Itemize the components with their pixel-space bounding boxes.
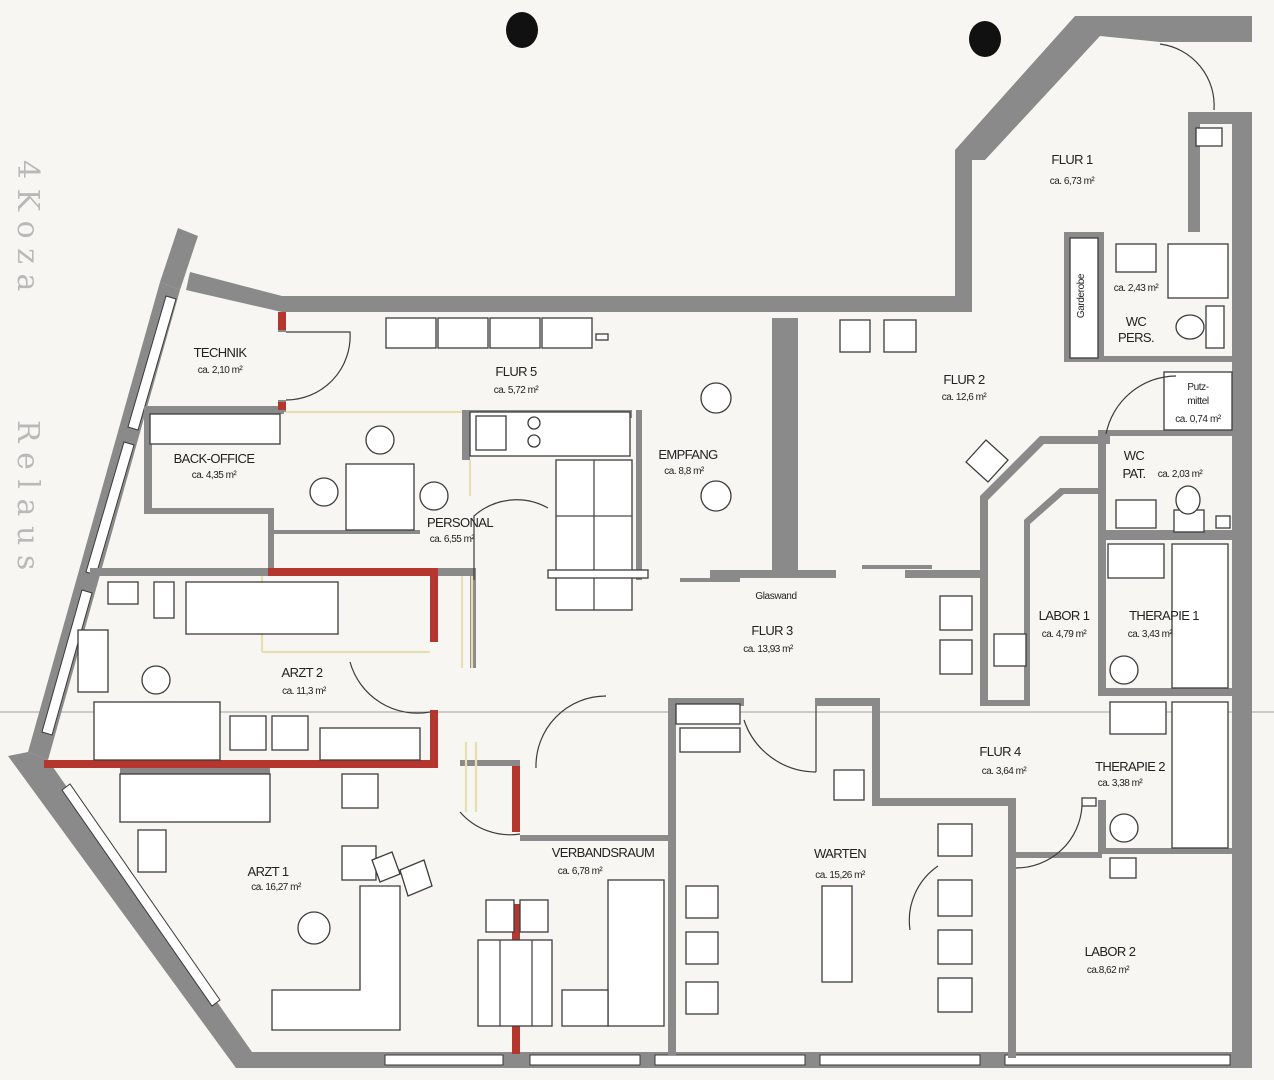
- svg-text:ca. 8,8 m²: ca. 8,8 m²: [664, 466, 705, 477]
- svg-text:Glaswand: Glaswand: [755, 591, 796, 602]
- furniture: [77, 127, 1233, 1031]
- svg-text:ca. 13,93 m²: ca. 13,93 m²: [743, 644, 794, 655]
- svg-text:TECHNIK: TECHNIK: [194, 345, 248, 360]
- room-label-wc-pat: WC PAT. ca. 2,03 m²: [1122, 448, 1203, 481]
- handwritten-margin-note: 4 K o z a R e l a u s: [10, 160, 45, 570]
- svg-text:ca. 2,10 m²: ca. 2,10 m²: [198, 365, 244, 376]
- svg-text:mittel: mittel: [1187, 396, 1209, 407]
- doors: [285, 43, 1215, 931]
- svg-text:ca. 6,73 m²: ca. 6,73 m²: [1050, 176, 1096, 187]
- svg-text:EMPFANG: EMPFANG: [658, 447, 718, 462]
- svg-text:ca. 15,26 m²: ca. 15,26 m²: [815, 870, 866, 881]
- svg-text:BACK-OFFICE: BACK-OFFICE: [174, 451, 256, 466]
- room-label-flur3: FLUR 3 ca. 13,93 m²: [743, 623, 794, 655]
- room-label-flur5: FLUR 5 ca. 5,72 m²: [494, 364, 540, 396]
- svg-text:Putz-: Putz-: [1187, 382, 1208, 393]
- svg-text:ca. 16,27 m²: ca. 16,27 m²: [251, 882, 302, 893]
- svg-text:ca. 6,78 m²: ca. 6,78 m²: [558, 866, 604, 877]
- svg-text:ca. 2,03 m²: ca. 2,03 m²: [1158, 469, 1204, 480]
- outer-walls: [8, 16, 1252, 1068]
- room-label-flur4: FLUR 4 ca. 3,64 m²: [979, 744, 1028, 777]
- svg-text:WC: WC: [1126, 314, 1147, 329]
- svg-text:ARZT 2: ARZT 2: [282, 665, 323, 680]
- svg-text:ca. 3,43 m²: ca. 3,43 m²: [1128, 629, 1174, 640]
- svg-text:ca. 4,79 m²: ca. 4,79 m²: [1042, 629, 1088, 640]
- room-label-flur2: FLUR 2 ca. 12,6 m²: [942, 372, 988, 403]
- room-label-flur1: FLUR 1 ca. 6,73 m²: [1050, 152, 1096, 187]
- room-label-therapie1: THERAPIE 1 ca. 3,43 m²: [1128, 608, 1200, 640]
- svg-text:ca. 3,64 m²: ca. 3,64 m²: [982, 766, 1028, 777]
- svg-text:ca. 3,38 m²: ca. 3,38 m²: [1098, 778, 1144, 789]
- room-label-therapie2: THERAPIE 2 ca. 3,38 m²: [1095, 759, 1166, 789]
- svg-text:LABOR 1: LABOR 1: [1039, 608, 1090, 623]
- svg-text:ca.8,62 m²: ca.8,62 m²: [1087, 965, 1130, 976]
- room-label-warten: WARTEN ca. 15,26 m²: [814, 846, 867, 881]
- room-label-arzt1: ARZT 1 ca. 16,27 m²: [248, 864, 303, 893]
- svg-text:ARZT 1: ARZT 1: [248, 864, 289, 879]
- room-label-putzmittel: Putz- mittel ca. 0,74 m²: [1175, 382, 1222, 425]
- svg-text:THERAPIE 1: THERAPIE 1: [1129, 608, 1199, 623]
- svg-text:FLUR 4: FLUR 4: [979, 744, 1021, 759]
- svg-text:ca. 6,55 m²: ca. 6,55 m²: [430, 534, 476, 545]
- svg-text:FLUR 5: FLUR 5: [495, 364, 537, 379]
- svg-text:FLUR 3: FLUR 3: [751, 623, 793, 638]
- svg-text:THERAPIE 2: THERAPIE 2: [1095, 759, 1165, 774]
- room-label-labor1: LABOR 1 ca. 4,79 m²: [1039, 608, 1091, 640]
- svg-text:ca. 11,3 m²: ca. 11,3 m²: [282, 686, 327, 697]
- svg-text:R e l a u s: R e l a u s: [10, 420, 45, 570]
- svg-text:ca. 2,43 m²: ca. 2,43 m²: [1114, 283, 1160, 294]
- new-walls: [44, 312, 520, 1054]
- room-label-technik: TECHNIK ca. 2,10 m²: [194, 345, 248, 376]
- svg-text:WC: WC: [1124, 448, 1145, 463]
- svg-text:Garderobe: Garderobe: [1076, 273, 1087, 318]
- room-label-personal: PERSONAL ca. 6,55 m²: [427, 515, 494, 545]
- svg-text:ca. 4,35 m²: ca. 4,35 m²: [192, 470, 238, 481]
- svg-text:PERSONAL: PERSONAL: [427, 515, 493, 530]
- room-label-wc-pers: ca. 2,43 m² WC PERS.: [1114, 283, 1160, 345]
- svg-text:ca. 12,6 m²: ca. 12,6 m²: [942, 392, 988, 403]
- glaswand-label: Glaswand: [755, 591, 797, 602]
- svg-text:WARTEN: WARTEN: [814, 846, 866, 861]
- room-label-arzt2: ARZT 2 ca. 11,3 m²: [282, 665, 328, 697]
- room-label-back-office: BACK-OFFICE ca. 4,35 m²: [174, 451, 256, 481]
- punch-hole-right: [969, 21, 1001, 57]
- room-label-verbandsraum: VERBANDSRAUM ca. 6,78 m²: [552, 845, 655, 877]
- svg-text:PAT.: PAT.: [1122, 466, 1145, 481]
- svg-text:FLUR 1: FLUR 1: [1051, 152, 1093, 167]
- room-label-garderobe: Garderobe: [1076, 273, 1087, 318]
- svg-text:ca. 5,72 m²: ca. 5,72 m²: [494, 385, 540, 396]
- svg-text:ca. 0,74 m²: ca. 0,74 m²: [1175, 414, 1222, 425]
- room-label-empfang: EMPFANG ca. 8,8 m²: [658, 447, 718, 477]
- svg-text:FLUR 2: FLUR 2: [943, 372, 985, 387]
- room-label-labor2: LABOR 2 ca.8,62 m²: [1085, 944, 1137, 976]
- svg-text:PERS.: PERS.: [1118, 330, 1154, 345]
- punch-hole-left: [506, 12, 538, 48]
- svg-text:VERBANDSRAUM: VERBANDSRAUM: [552, 845, 655, 860]
- svg-text:LABOR 2: LABOR 2: [1085, 944, 1136, 959]
- svg-text:4 K o z a: 4 K o z a: [10, 160, 45, 292]
